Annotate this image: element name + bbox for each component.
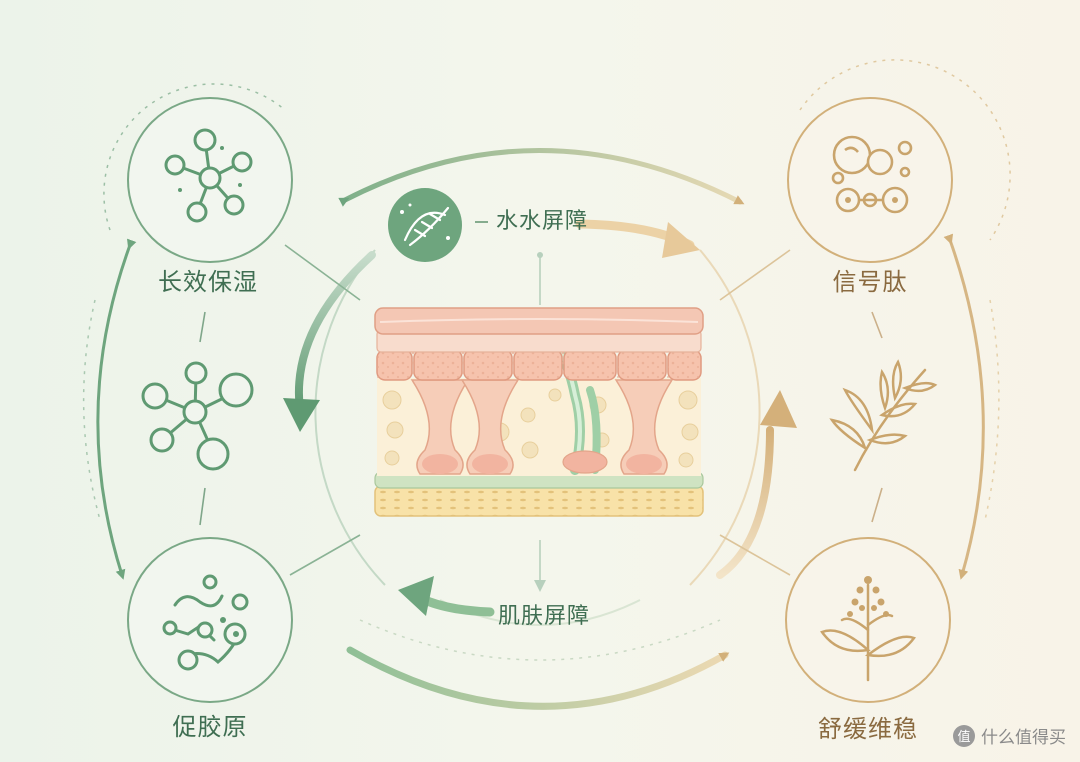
molecule-icon-large [141,361,254,471]
collagen-chain-icon [162,574,249,671]
water-barrier-badge [388,188,462,262]
label-water-barrier: 水水屏障 [496,209,589,234]
peptide-icon [831,135,913,214]
label-soothing: 舒缓维稳 [818,715,918,743]
watermark-text: 什么值得买 [981,728,1066,748]
watermark-badge: 值 [953,724,975,747]
dotted-orbits [82,59,1011,661]
skin-cross-section [374,307,704,517]
connector-lines [199,221,883,592]
dna-strand-icon [400,203,450,247]
herb-plant-icon [820,576,916,682]
label-collagen: 促胶原 [172,713,248,741]
label-long-moisture: 长效保湿 [158,268,258,296]
node-collagen [127,537,293,703]
label-skin-barrier: 肌肤屏障 [498,604,591,629]
outer-arrows [96,148,985,710]
molecule-icon [164,128,253,223]
node-moisture [127,97,293,263]
inner-arrows [283,219,797,617]
watermark: 值 什么值得买 [953,723,1066,748]
label-signal-peptide: 信号肽 [832,268,908,296]
node-peptide [787,97,953,263]
node-soothing [785,537,951,703]
leaf-branch-icon [829,359,938,472]
